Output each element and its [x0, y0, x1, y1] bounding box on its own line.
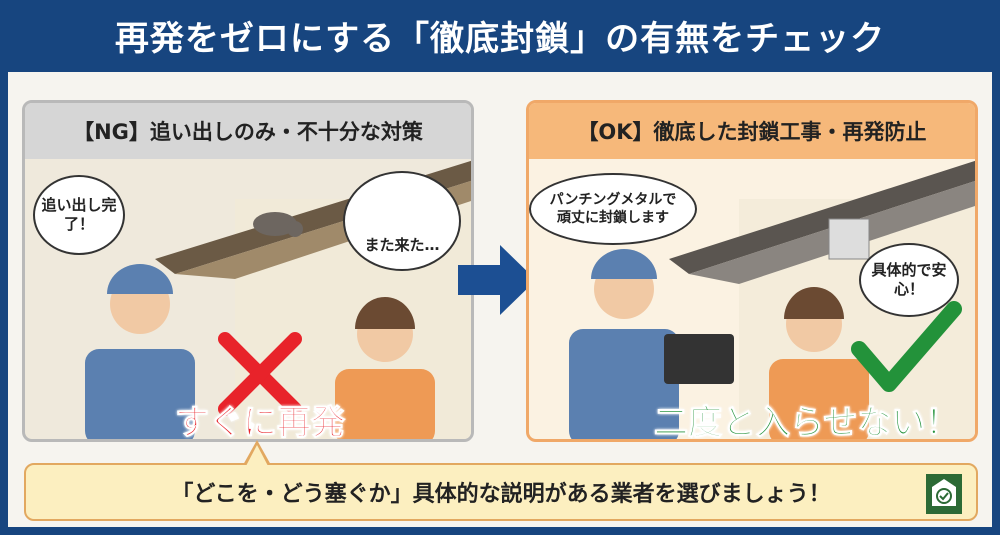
ng-result-text: すぐに再発	[175, 403, 346, 442]
tablet-icon	[664, 334, 734, 384]
ng-panel-header: 【NG】追い出しのみ・不十分な対策	[25, 103, 471, 159]
resident-thought-bubble: また来た…	[343, 171, 461, 271]
ok-panel-header: 【OK】徹底した封鎖工事・再発防止	[529, 103, 975, 159]
ng-panel: 【NG】追い出しのみ・不十分な対策 追い出し完了！ また来た… すぐに再発	[22, 100, 474, 442]
worker-figure	[569, 249, 679, 439]
shield-check-icon	[926, 474, 962, 514]
resident-figure	[335, 297, 435, 439]
bottom-message-box: 「どこを・どう塞ぐか」具体的な説明がある業者を選びましょう！	[24, 463, 978, 521]
ok-panel: 【OK】徹底した封鎖工事・再発防止 パンチングメタルで頑丈に封鎖します 具体的で…	[526, 100, 978, 442]
check-mark-icon	[851, 301, 962, 392]
resident-figure	[769, 287, 869, 439]
x-mark-icon	[218, 332, 302, 416]
worker-figure	[85, 264, 195, 439]
ok-result-text: 二度と入らせない！	[653, 403, 960, 442]
ok-illustration	[569, 160, 975, 439]
resident-speech-bubble: 具体的で安心！	[859, 243, 959, 317]
ok-scene: パンチングメタルで頑丈に封鎖します 具体的で安心！ 二度と入らせない！	[529, 159, 975, 439]
vent-icon	[828, 218, 870, 260]
callout-tail-fill	[246, 445, 268, 466]
rat-icon	[253, 212, 303, 237]
worker-speech-bubble: 追い出し完了！	[33, 175, 125, 255]
page-title: 再発をゼロにする「徹底封鎖」の有無をチェック	[114, 18, 886, 59]
worker-speech-bubble: パンチングメタルで頑丈に封鎖します	[529, 173, 697, 245]
ng-scene: 追い出し完了！ また来た… すぐに再発	[25, 159, 471, 439]
bottom-message: 「どこを・どう塞ぐか」具体的な説明がある業者を選びましょう！	[171, 482, 831, 507]
arrow-right-icon	[458, 245, 536, 315]
